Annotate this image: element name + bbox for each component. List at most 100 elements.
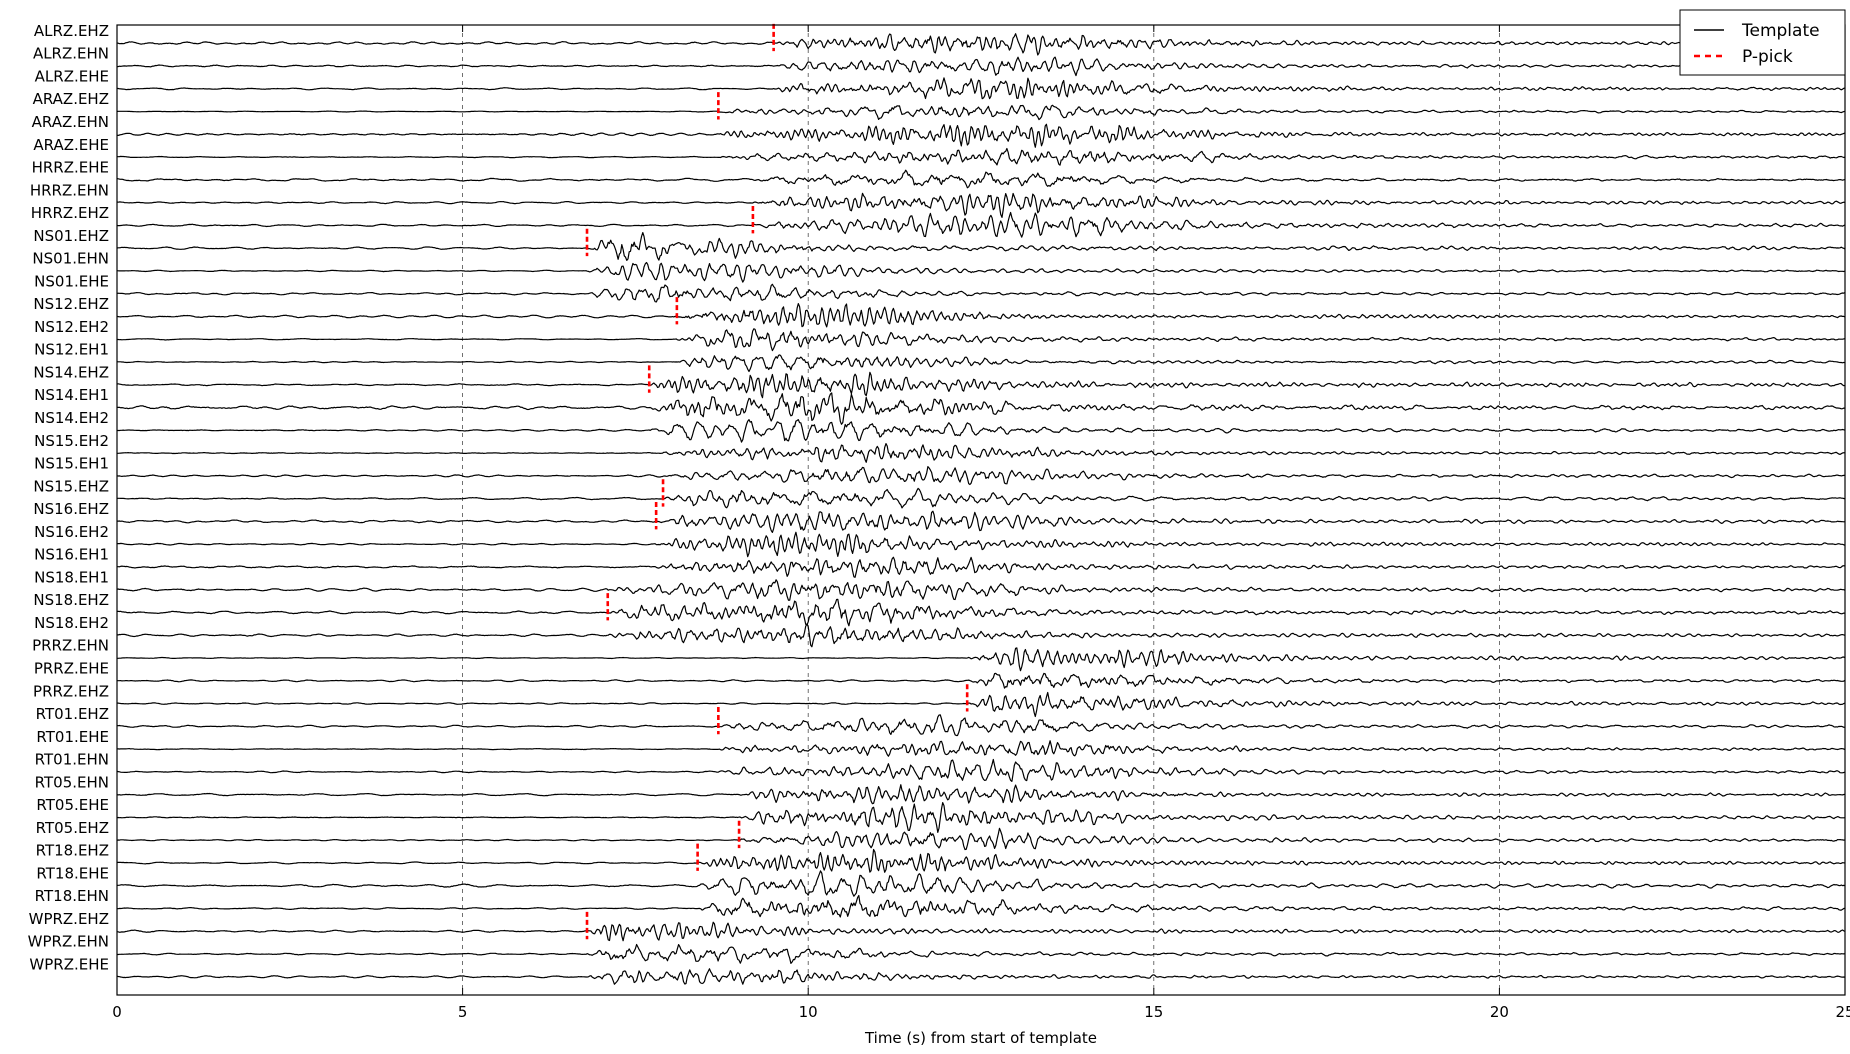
trace-ns14-eh1	[116, 392, 1845, 425]
x-tick-label: 20	[1490, 1003, 1509, 1021]
trace-ns14-eh2	[117, 419, 1846, 443]
trace-label: PRRZ.EHZ	[33, 682, 109, 700]
trace-ns14-ehz	[116, 371, 1846, 399]
trace-label: RT05.EHZ	[36, 819, 109, 837]
trace-label: WPRZ.EHE	[29, 955, 109, 973]
trace-label: NS14.EH1	[34, 386, 109, 404]
trace-label: ALRZ.EHE	[35, 67, 109, 85]
trace-label: RT01.EHE	[36, 728, 109, 746]
trace-label: RT18.EHE	[36, 864, 109, 882]
trace-label: ARAZ.EHN	[32, 113, 109, 131]
trace-label: NS18.EH1	[34, 568, 109, 586]
x-tick-label: 25	[1835, 1003, 1850, 1021]
trace-ns01-ehe	[116, 283, 1846, 303]
trace-label: NS15.EH1	[34, 455, 109, 473]
trace-label: NS16.EHZ	[33, 500, 109, 518]
trace-label: NS12.EHZ	[33, 295, 109, 313]
legend-p-pick-label: P-pick	[1742, 47, 1793, 67]
trace-ns12-ehz	[116, 303, 1846, 328]
legend: Template P-pick	[1679, 9, 1846, 76]
trace-label: NS14.EH2	[34, 409, 109, 427]
trace-label: RT05.EHN	[35, 773, 109, 791]
trace-ns18-ehz	[116, 598, 1846, 627]
trace-label: WPRZ.EHZ	[29, 910, 109, 928]
trace-alrz-ehz	[116, 33, 1846, 56]
trace-label: NS15.EHZ	[33, 477, 109, 495]
trace-ns12-eh1	[116, 354, 1846, 373]
trace-label: HRRZ.EHZ	[31, 204, 109, 222]
trace-araz-ehe	[116, 147, 1846, 166]
trace-label: RT01.EHZ	[36, 705, 109, 723]
trace-ns18-eh1	[116, 579, 1846, 601]
plot-frame	[116, 24, 1846, 996]
trace-ns15-ehz	[116, 487, 1846, 509]
trace-ns15-eh2	[117, 443, 1846, 463]
trace-label: ARAZ.EHE	[33, 136, 109, 154]
trace-wprz-ehn	[117, 943, 1846, 964]
trace-rt05-ehe	[116, 802, 1846, 833]
grid-lines	[462, 25, 1500, 995]
trace-label: HRRZ.EHE	[32, 159, 109, 177]
trace-label: NS12.EH2	[34, 318, 109, 336]
trace-ns15-eh1	[116, 466, 1846, 486]
trace-prrz-ehn	[117, 647, 1846, 672]
trace-label: RT18.EHZ	[36, 842, 109, 860]
trace-label: NS15.EH2	[34, 432, 109, 450]
trace-rt01-ehe	[116, 740, 1846, 757]
trace-ns16-ehz	[116, 510, 1846, 533]
trace-prrz-ehz	[116, 691, 1846, 718]
trace-label: PRRZ.EHN	[32, 637, 109, 655]
trace-labels: ALRZ.EHZ ALRZ.EHN ALRZ.EHE ARAZ.EHZ ARAZ.EHN…	[28, 22, 109, 974]
trace-label: NS18.EHZ	[33, 591, 109, 609]
trace-rt18-ehe	[116, 870, 1846, 897]
trace-hrrz-ehe	[116, 169, 1846, 189]
trace-hrrz-ehz	[116, 211, 1846, 238]
trace-ns01-ehn	[116, 261, 1846, 283]
trace-rt05-ehn	[116, 784, 1846, 805]
legend-template-label: Template	[1741, 21, 1820, 41]
trace-rt01-ehn	[116, 758, 1846, 782]
trace-label: ALRZ.EHZ	[34, 22, 109, 40]
trace-label: NS12.EH1	[34, 341, 109, 359]
trace-alrz-ehn	[117, 56, 1846, 77]
trace-araz-ehz	[116, 104, 1846, 121]
trace-label: ARAZ.EHZ	[33, 90, 109, 108]
trace-label: NS18.EH2	[34, 614, 109, 632]
trace-label: WPRZ.EHN	[28, 933, 109, 951]
trace-ns16-eh1	[117, 556, 1846, 578]
trace-label: NS14.EHZ	[33, 363, 109, 381]
trace-label: RT05.EHE	[36, 796, 109, 814]
legend-box	[1679, 9, 1846, 76]
trace-label: ALRZ.EHN	[33, 45, 109, 63]
trace-label: PRRZ.EHE	[34, 659, 109, 677]
x-axis-ticks: 0 5 10 15 20 25	[112, 25, 1850, 1021]
trace-rt18-ehz	[116, 848, 1846, 873]
trace-label: NS01.EHE	[34, 272, 109, 290]
x-tick-label: 15	[1144, 1003, 1163, 1021]
trace-alrz-ehe	[116, 77, 1846, 100]
trace-label: NS01.EHN	[32, 250, 109, 268]
trace-prrz-ehe	[117, 672, 1846, 689]
trace-label: NS01.EHZ	[33, 227, 109, 245]
trace-ns18-eh2	[117, 623, 1846, 648]
p-pick-markers	[585, 23, 969, 940]
trace-label: NS16.EH2	[34, 523, 109, 541]
trace-label: RT18.EHN	[35, 887, 109, 905]
waveform-traces	[116, 33, 1846, 985]
x-axis-label: Time (s) from start of template	[864, 1029, 1097, 1047]
trace-label: NS16.EH1	[34, 546, 109, 564]
trace-hrrz-ehn	[116, 192, 1846, 218]
trace-rt01-ehz	[116, 714, 1846, 737]
trace-label: HRRZ.EHN	[30, 181, 109, 199]
trace-ns12-eh2	[117, 328, 1846, 352]
x-tick-label: 5	[458, 1003, 468, 1021]
x-tick-label: 0	[112, 1003, 122, 1021]
trace-rt18-ehn	[116, 894, 1846, 918]
x-tick-label: 10	[799, 1003, 818, 1021]
trace-araz-ehn	[116, 123, 1846, 148]
trace-wprz-ehe	[116, 968, 1846, 985]
trace-wprz-ehz	[116, 921, 1846, 942]
